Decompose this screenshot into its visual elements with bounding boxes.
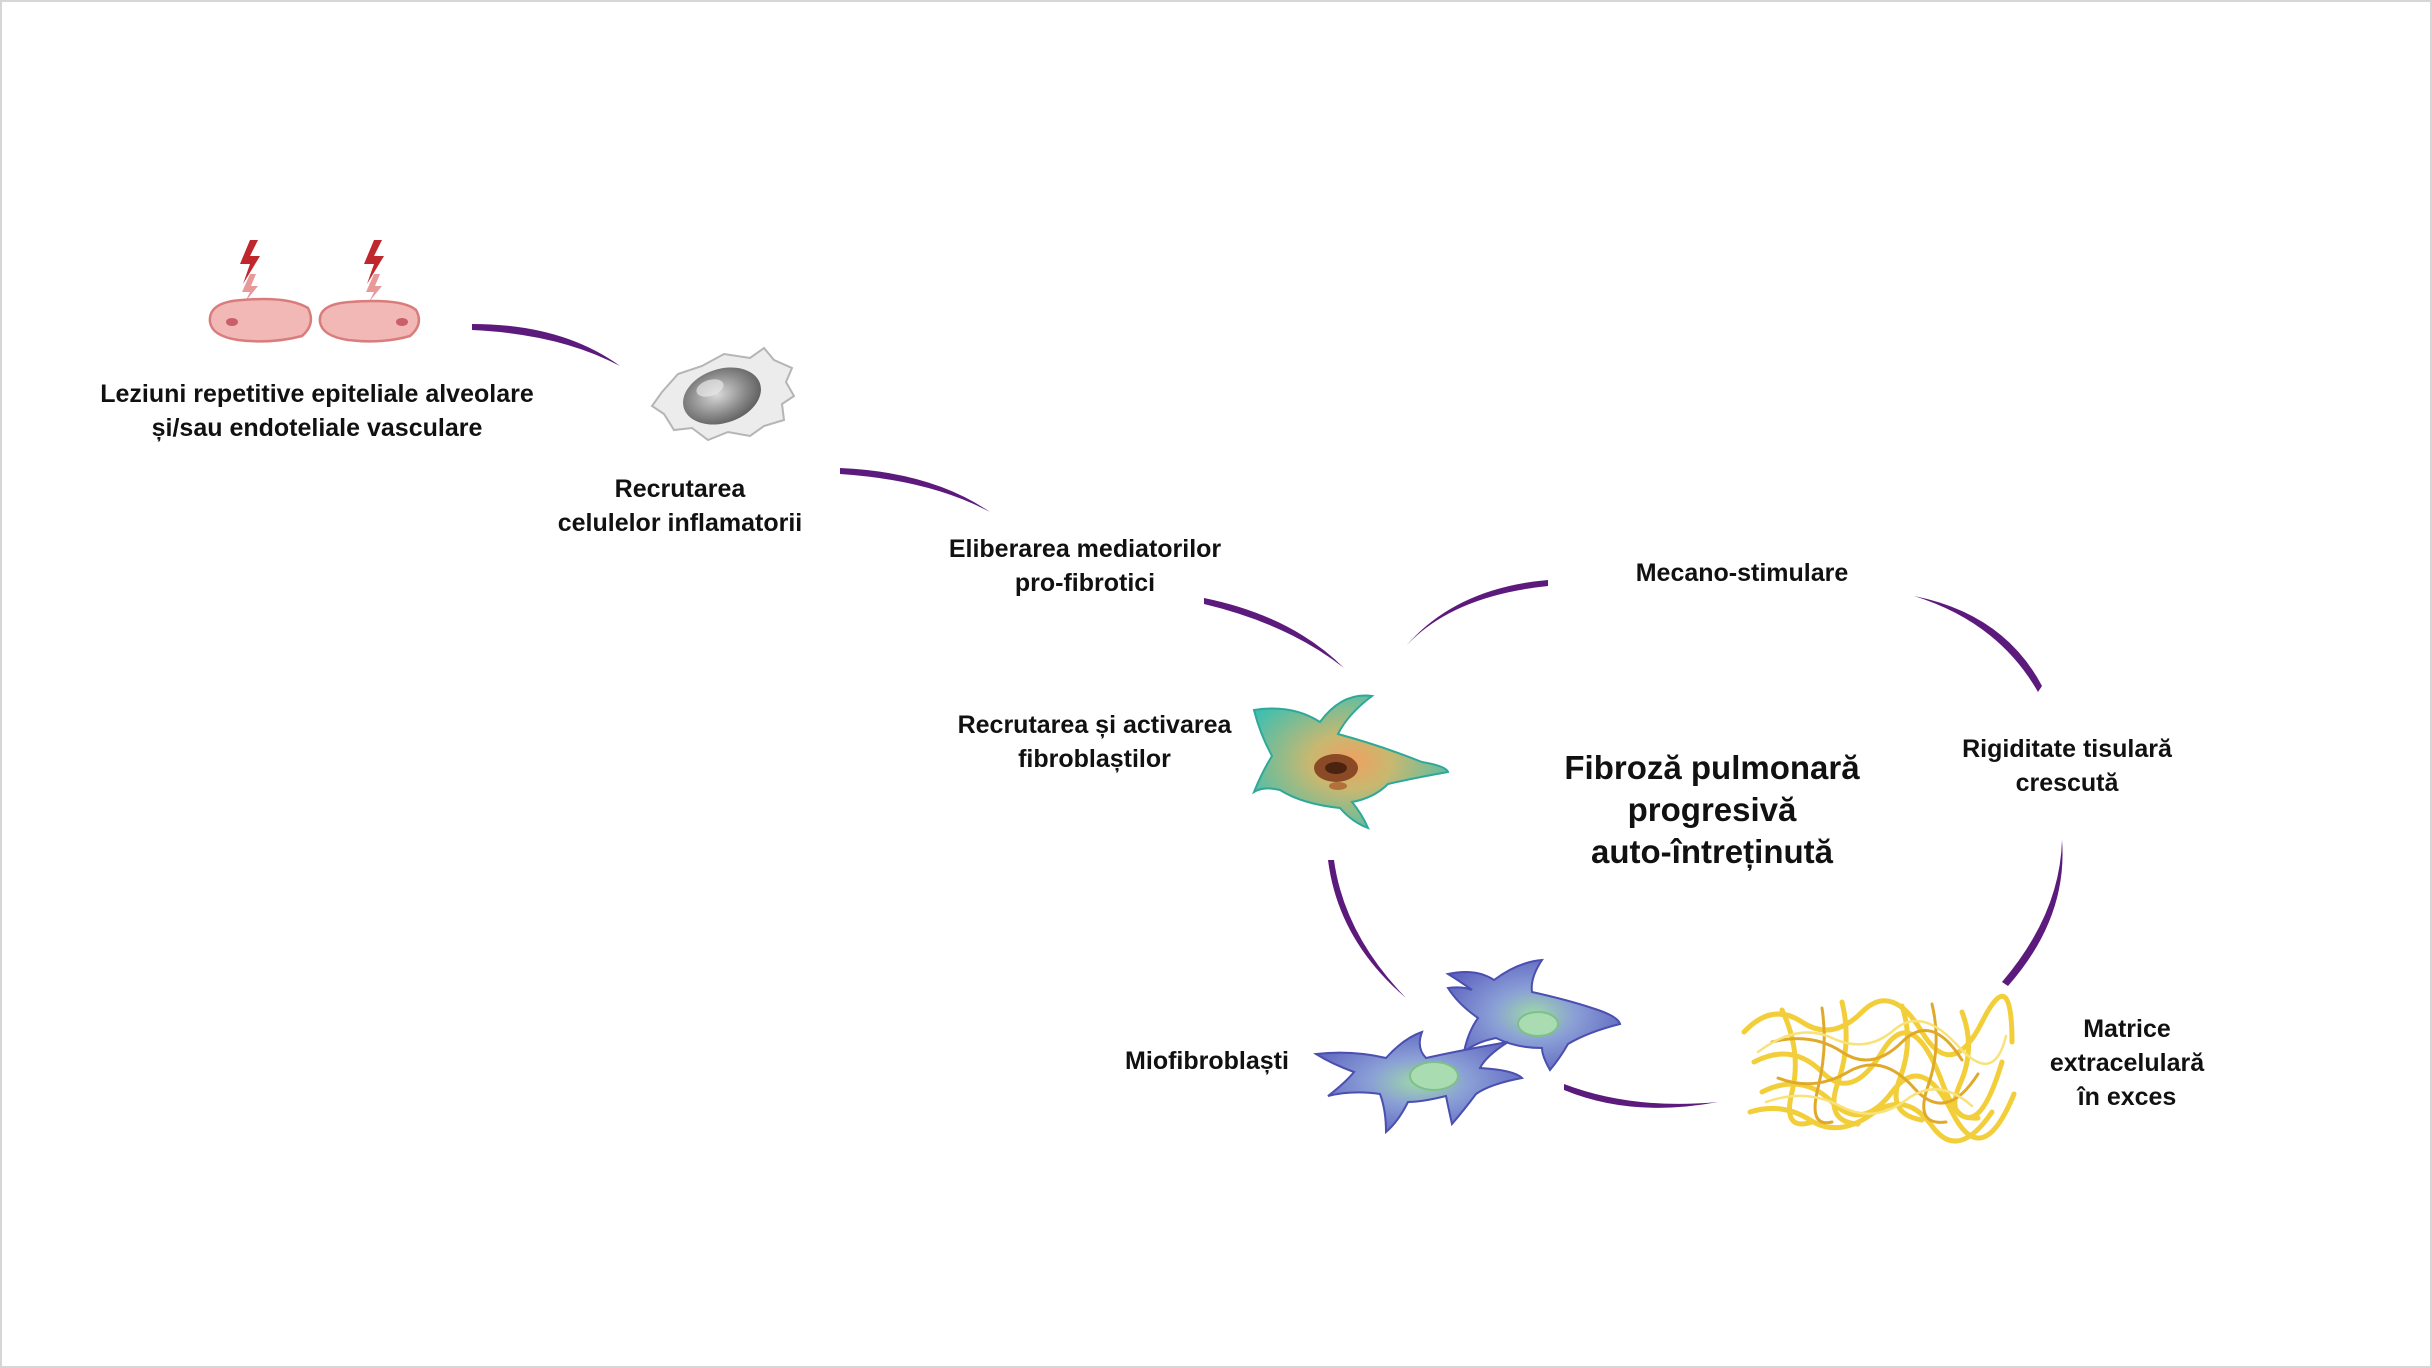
myofibroblasts-icon [1313, 958, 1622, 1135]
label-inflammatory-line1: Recrutarea [614, 475, 746, 503]
center-title: Fibroză pulmonară progresivă auto-întreț… [1502, 747, 1922, 873]
arc-fibroblasts-to-myofibroblasts [1328, 860, 1406, 998]
connector-arrows [472, 324, 2063, 1108]
label-matrix: Matrice extracelulară în exces [2012, 1012, 2242, 1114]
arc-inflammatory-to-mediators [840, 468, 990, 512]
label-mechano-line1: Mecano-stimulare [1635, 559, 1849, 587]
label-mediators-line1: Eliberarea mediatorilor [948, 535, 1222, 563]
label-mechano: Mecano-stimulare [1582, 556, 1902, 590]
center-title-line1: Fibroză pulmonară [1564, 749, 1860, 786]
epithelial-cells-icon [208, 297, 421, 343]
arc-stiffness-to-mechano [1914, 596, 2042, 692]
label-mediators-line2: pro-fibrotici [1014, 569, 1156, 597]
center-title-line3: auto-întreținută [1591, 833, 1833, 870]
arc-injury-to-inflammatory [472, 324, 620, 366]
center-title-line2: progresivă [1627, 791, 1797, 828]
label-stiffness-line2: crescută [2015, 769, 2119, 797]
label-matrix-line1: Matrice [2083, 1015, 2171, 1043]
label-myofibroblasts-line1: Miofibroblaști [1125, 1047, 1289, 1075]
label-stiffness-line1: Rigiditate tisulară [1962, 735, 2172, 763]
arc-mediators-to-fibroblasts [1204, 598, 1344, 668]
label-fibroblasts-line1: Recrutarea și activarea [957, 711, 1232, 739]
label-matrix-line2: extracelulară [2049, 1049, 2205, 1077]
label-fibroblasts-line2: fibroblaștilor [1018, 745, 1171, 773]
arc-myofibroblasts-to-matrix [1564, 1084, 1718, 1108]
arc-matrix-to-stiffness [2002, 840, 2063, 986]
label-myofibroblasts: Miofibroblaști [1082, 1044, 1332, 1078]
label-mediators: Eliberarea mediatorilor pro-fibrotici [920, 532, 1250, 600]
label-matrix-line3: în exces [2077, 1083, 2177, 1111]
label-injury-line1: Leziuni repetitive epiteliale alveolare [100, 380, 534, 408]
arc-mechano-to-fibroblasts [1406, 580, 1548, 646]
label-injury-line2: și/sau endoteliale vasculare [151, 414, 483, 442]
label-inflammatory-line2: celulelor inflamatorii [557, 509, 803, 537]
extracellular-matrix-icon [1741, 993, 2017, 1144]
label-stiffness: Rigiditate tisulară crescută [1922, 732, 2212, 800]
label-inflammatory: Recrutarea celulelor inflamatorii [530, 472, 830, 540]
label-fibroblasts: Recrutarea și activarea fibroblaștilor [922, 708, 1267, 776]
label-injury: Leziuni repetitive epiteliale alveolare … [52, 377, 582, 445]
lightning-icon [240, 240, 384, 302]
inflammatory-cell-icon [650, 346, 796, 442]
fibroblast-icon [1251, 694, 1450, 830]
